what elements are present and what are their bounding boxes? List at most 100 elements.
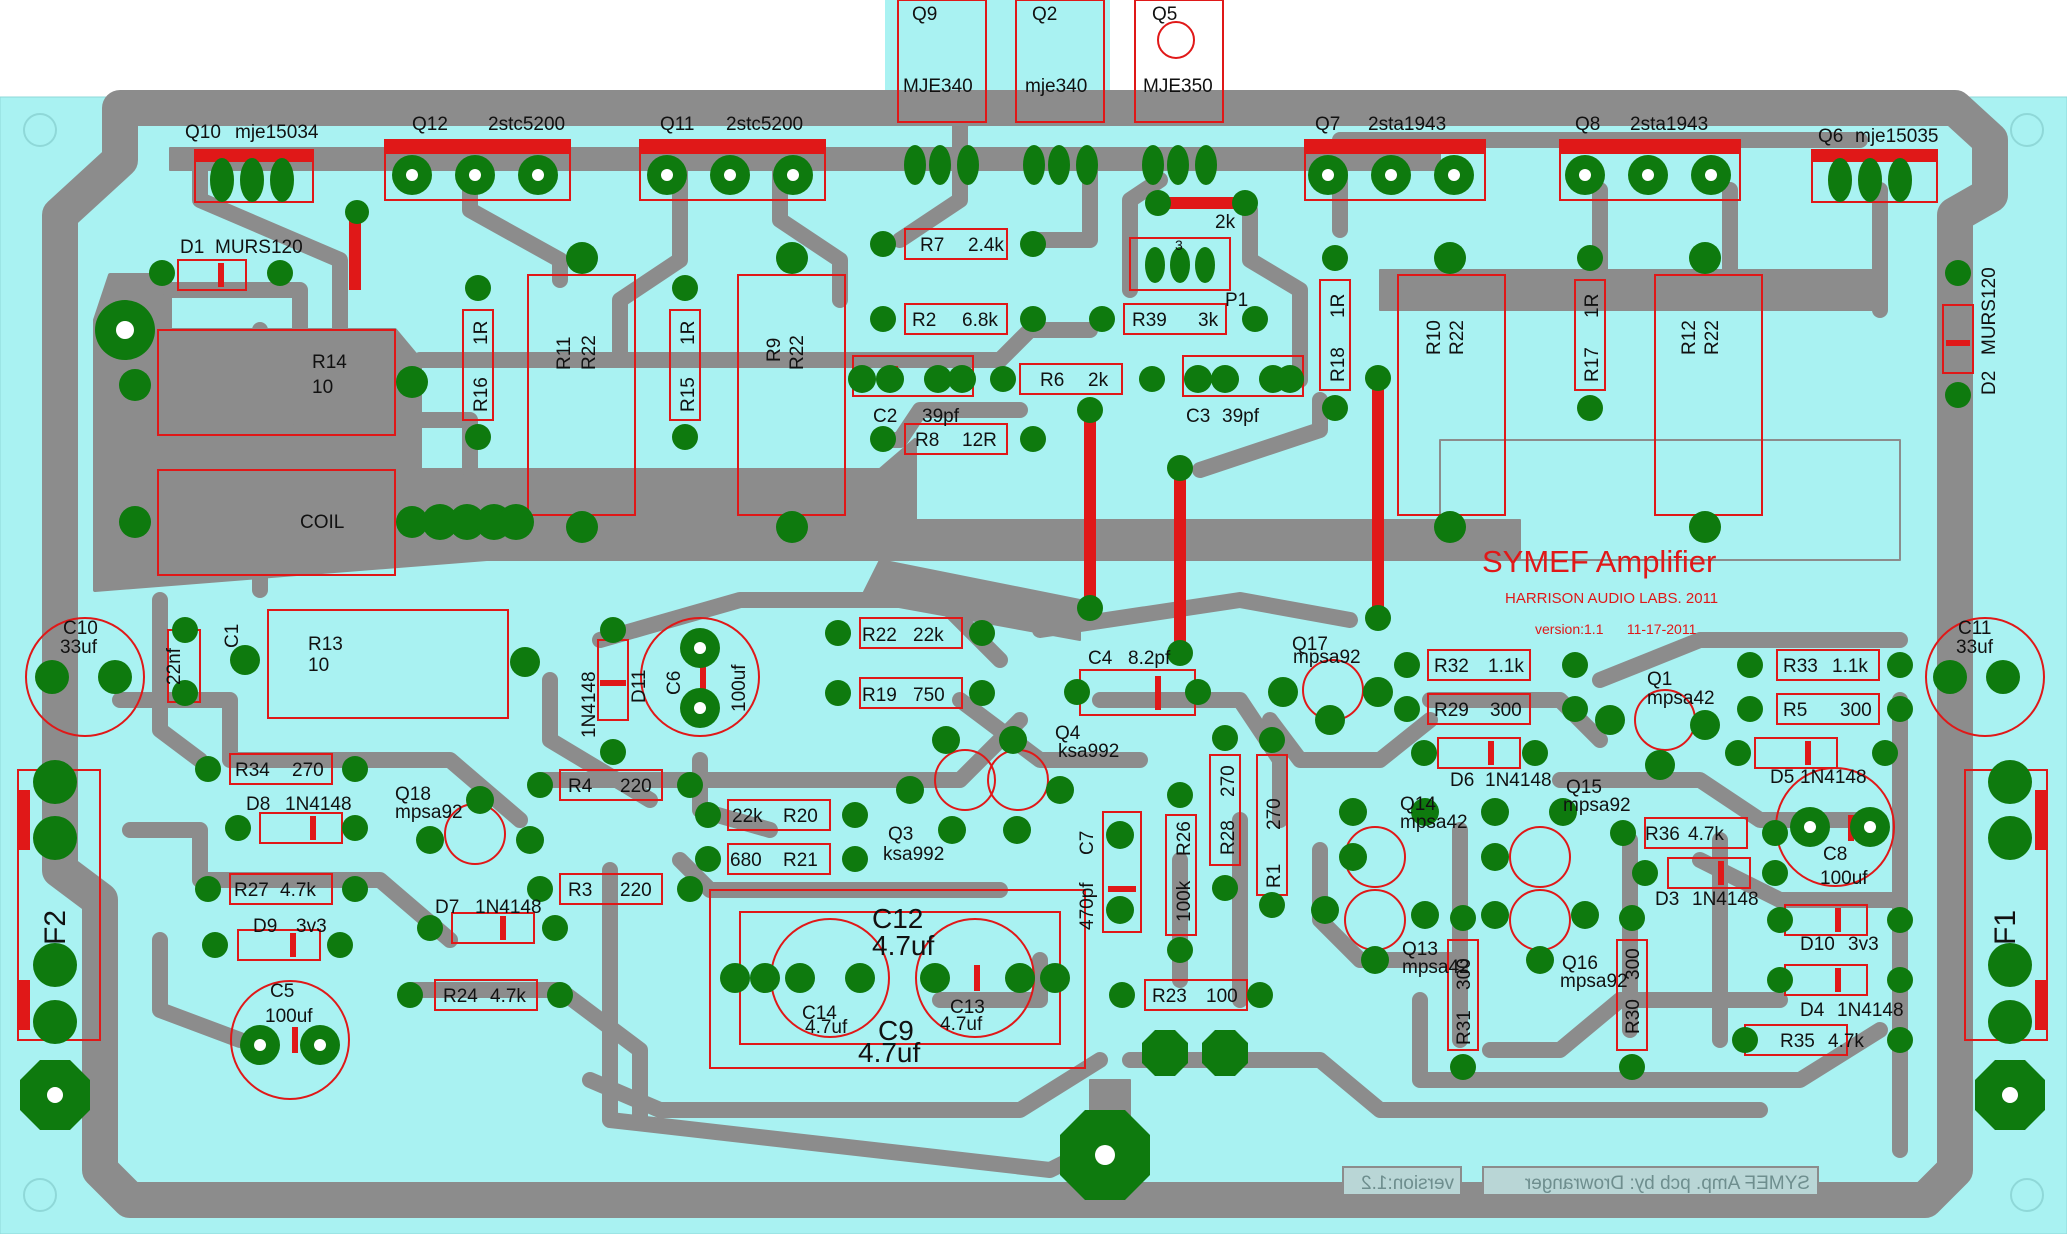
label-q1: Q1 <box>1647 669 1672 690</box>
label-r5: R5 <box>1783 700 1807 721</box>
label-r6: R6 <box>1040 370 1064 391</box>
label-q15: Q15 <box>1566 777 1602 798</box>
label-q8: Q8 <box>1575 114 1600 135</box>
label-r5-val: 300 <box>1840 700 1872 721</box>
label-d11: D11 <box>629 670 650 703</box>
label-r3: R3 <box>568 880 592 901</box>
label-c10-val: 33uf <box>60 637 98 658</box>
label-q7: Q7 <box>1315 114 1340 135</box>
mounting-hole-tr <box>2010 113 2044 147</box>
label-q2-part: mje340 <box>1025 76 1087 97</box>
label-r12: R12 <box>1679 320 1700 355</box>
label-c12: C12 <box>872 903 923 934</box>
label-r27: R27 <box>234 880 269 901</box>
label-d8-part: 1N4148 <box>285 794 352 815</box>
upper-transistor-area <box>885 0 1110 97</box>
label-f1: F1 <box>1989 910 2022 945</box>
label-r3-val: 220 <box>620 880 652 901</box>
label-q11-part: 2stc5200 <box>726 114 803 135</box>
label-d2: D2 <box>1979 371 2000 395</box>
label-p1-pin: 3 <box>1175 237 1183 253</box>
label-c9-val: 4.7uf <box>858 1037 920 1068</box>
label-c12-val: 4.7uf <box>872 930 934 961</box>
label-q8-part: 2sta1943 <box>1630 114 1708 135</box>
label-q4-part: ksa992 <box>1058 741 1119 762</box>
label-r2: R2 <box>912 310 936 331</box>
label-c4: C4 <box>1088 648 1113 669</box>
label-d6-part: 1N4148 <box>1485 770 1552 791</box>
label-c2: C2 <box>873 406 897 427</box>
label-mirror-credit: SYMEF Amp. pcb by: Drowranger <box>1524 1173 1810 1194</box>
label-d8: D8 <box>246 794 270 815</box>
jumper-wires <box>349 197 1384 655</box>
label-r9-val: R22 <box>787 335 808 370</box>
label-title: SYMEF Amplifier <box>1482 544 1716 579</box>
label-r1-val: 270 <box>1264 798 1285 830</box>
label-r6-val: 2k <box>1088 370 1109 391</box>
label-c3: C3 <box>1186 406 1210 427</box>
label-q3-part: ksa992 <box>883 844 944 865</box>
label-q11: Q11 <box>660 114 695 135</box>
label-c6: C6 <box>664 671 685 695</box>
label-c14-val: 4.7uf <box>805 1017 848 1038</box>
label-r1: R1 <box>1264 864 1285 888</box>
label-r19-val: 750 <box>913 685 945 706</box>
label-q12: Q12 <box>412 114 448 135</box>
label-d10-part: 3v3 <box>1848 934 1879 955</box>
label-r33: R33 <box>1783 656 1818 677</box>
label-r30-val: 300 <box>1623 948 1644 980</box>
label-q16-part: mpsa92 <box>1560 971 1628 992</box>
label-q10-part: mje15034 <box>235 122 319 143</box>
label-d4-part: 1N4148 <box>1837 1000 1904 1021</box>
label-r35: R35 <box>1780 1031 1815 1052</box>
label-r31-val: 300 <box>1454 958 1475 990</box>
label-d3: D3 <box>1655 889 1679 910</box>
label-c13: C13 <box>950 997 985 1018</box>
label-r10: R10 <box>1424 320 1445 355</box>
label-r34: R34 <box>235 760 270 781</box>
label-c9: C9 <box>878 1015 914 1046</box>
label-r16-val: 1R <box>471 321 492 345</box>
label-q5-part: MJE350 <box>1143 76 1213 97</box>
label-d10: D10 <box>1800 934 1835 955</box>
label-r28: R28 <box>1218 820 1239 855</box>
label-r4: R4 <box>568 776 593 797</box>
silkscreen-fills <box>18 140 2047 1053</box>
label-q5: Q5 <box>1152 4 1177 25</box>
label-r10-val: R22 <box>1447 320 1468 355</box>
label-q18-part: mpsa92 <box>395 802 463 823</box>
label-d9-part: 3v3 <box>296 916 327 937</box>
label-q17-part: mpsa92 <box>1293 647 1361 668</box>
label-d11-part: 1N4148 <box>579 671 600 738</box>
label-r8-val: 12R <box>962 430 997 451</box>
label-c13-val: 4.7uf <box>940 1014 983 1035</box>
label-q9: Q9 <box>912 4 937 25</box>
label-r23-val: 100 <box>1206 986 1238 1007</box>
label-r22: R22 <box>862 625 897 646</box>
label-d1-part: MURS120 <box>215 237 303 258</box>
label-subtitle: HARRISON AUDIO LABS. 2011 <box>1505 590 1718 607</box>
label-r24: R24 <box>443 986 478 1007</box>
label-d9: D9 <box>253 916 277 937</box>
silkscreen-outlines <box>17 0 2048 1100</box>
label-r15: R15 <box>678 377 699 412</box>
label-c14: C14 <box>802 1003 837 1024</box>
label-q6-part: mje15035 <box>1855 126 1938 147</box>
label-r28-val: 270 <box>1218 765 1239 797</box>
label-r8: R8 <box>915 430 939 451</box>
label-r23: R23 <box>1152 986 1187 1007</box>
label-r17: R17 <box>1582 347 1603 382</box>
label-q6: Q6 <box>1818 126 1843 147</box>
label-c4-val: 8.2pf <box>1128 648 1171 669</box>
label-r13-val: 10 <box>308 655 329 676</box>
bottom-layer-text: version:1.2 SYMEF Amp. pcb by: Drowrange… <box>1342 1166 1819 1196</box>
label-r34-val: 270 <box>292 760 324 781</box>
label-coil: COIL <box>300 512 344 533</box>
label-r7: R7 <box>920 235 944 256</box>
label-q12-part: 2stc5200 <box>488 114 565 135</box>
label-r20: R20 <box>783 806 818 827</box>
label-r30: R30 <box>1623 999 1644 1034</box>
label-q4: Q4 <box>1055 723 1081 744</box>
label-c10: C10 <box>63 618 98 639</box>
label-p1: P1 <box>1225 290 1248 311</box>
